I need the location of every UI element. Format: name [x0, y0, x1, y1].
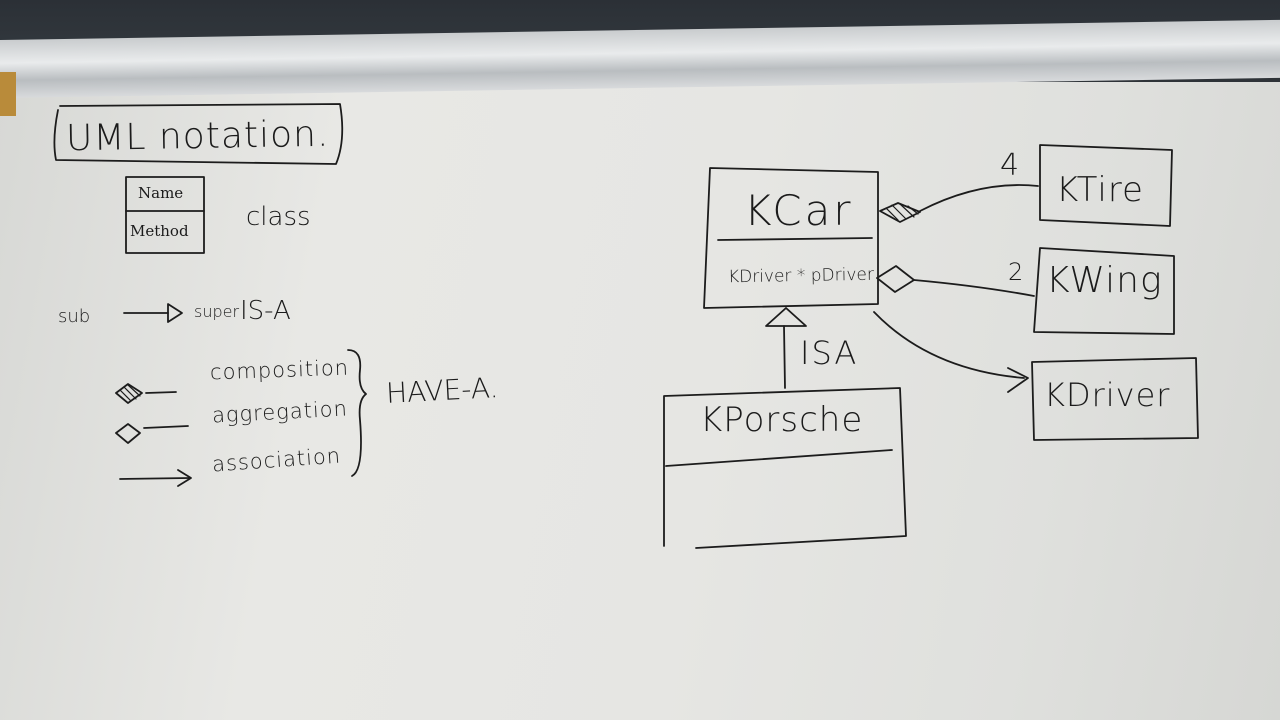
association-legend-arrowhead: [177, 469, 192, 487]
ktire-box: [1039, 144, 1173, 227]
ktire-multiplicity: 4: [1000, 148, 1020, 183]
board-corner-bracket: [0, 72, 16, 116]
inheritance-legend-sub: sub: [58, 306, 91, 327]
legend-class-caption: class: [246, 202, 311, 232]
composition-legend-label: composition: [209, 355, 350, 385]
legend-class-method-cell: Method: [130, 222, 189, 240]
inheritance-legend-label: IS-A: [240, 296, 291, 326]
have-a-brace: [347, 349, 367, 477]
composition-legend-line: [145, 391, 177, 394]
kdriver-name: KDriver: [1044, 376, 1171, 414]
kporsche-kcar-inheritance-triangle: [765, 307, 807, 327]
aggregation-legend-diamond: [115, 423, 141, 444]
ktire-name: KTire: [1056, 170, 1144, 210]
isa-label: ISA: [800, 334, 859, 372]
kcar-composition-hatch: [885, 203, 919, 221]
kcar-kdriver-arrowhead: [1007, 367, 1029, 393]
kcar-member: KDriver * pDriver: [727, 264, 875, 288]
association-legend-line: [119, 477, 191, 480]
kporsche-divider: [665, 449, 893, 467]
legend-class-name-cell: Name: [138, 184, 184, 202]
composition-legend-hatch: [119, 384, 141, 401]
kcar-aggregation-diamond: [876, 265, 915, 293]
kcar-name: KCar: [744, 186, 854, 235]
title-frame: [53, 103, 344, 165]
kcar-divider: [717, 237, 873, 241]
kcar-kdriver-link: [873, 311, 1025, 379]
kwing-box: [1033, 247, 1175, 335]
kwing-multiplicity: 2: [1008, 258, 1024, 286]
aggregation-legend-line: [143, 425, 189, 429]
legend-class-box: [125, 176, 205, 254]
whiteboard: [0, 82, 1280, 720]
kwing-name: KWing: [1046, 260, 1163, 301]
have-a-label: HAVE-A.: [385, 371, 500, 410]
kporsche-kcar-inheritance-line: [783, 325, 786, 389]
kcar-ktire-link: [919, 184, 1039, 212]
kdriver-box: [1031, 357, 1199, 441]
board-title: UML notation.: [65, 113, 330, 160]
kporsche-box: [663, 387, 907, 549]
inheritance-legend-triangle: [167, 303, 183, 323]
inheritance-legend-super: super: [194, 302, 240, 321]
kcar-box: [703, 167, 879, 309]
kporsche-name: KPorsche: [700, 400, 864, 440]
kcar-kwing-link: [913, 279, 1035, 297]
